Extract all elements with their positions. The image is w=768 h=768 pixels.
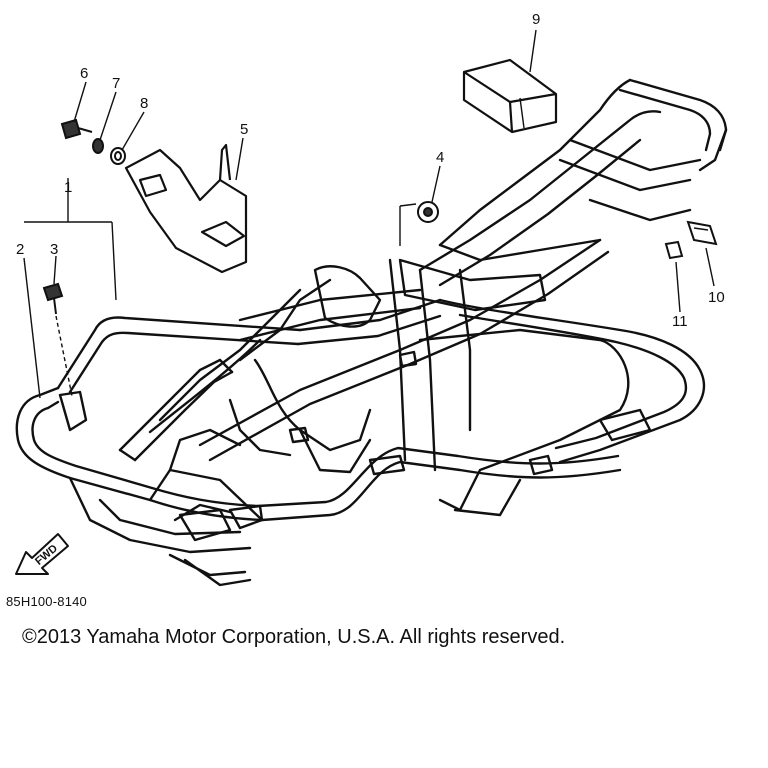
washer-part [92,138,104,154]
part-number-11: 11 [672,313,688,330]
nut-part [110,147,126,165]
part-number-10: 10 [708,289,725,306]
part-number-6: 6 [80,65,88,82]
part-number-7: 7 [112,75,120,92]
kart-frame [15,78,728,587]
diagram-reference-code: 85H100-8140 [6,594,87,609]
part-number-1: 1 [64,179,72,196]
part-number-3: 3 [50,241,58,258]
clamp-part [686,220,718,246]
cap-nut-part [664,240,684,260]
grommet-part [417,201,439,223]
frame-bolt-part [42,282,64,315]
bolt-part [60,118,93,140]
part-number-9: 9 [532,11,540,28]
bracket-part [124,143,248,274]
part-number-4: 4 [436,149,444,166]
foam-pad-part [462,58,558,134]
part-number-2: 2 [16,241,24,258]
part-number-5: 5 [240,121,248,138]
copyright-notice: ©2013 Yamaha Motor Corporation, U.S.A. A… [22,626,566,648]
forward-arrow-icon: FWD [15,533,69,575]
part-number-8: 8 [140,95,148,112]
